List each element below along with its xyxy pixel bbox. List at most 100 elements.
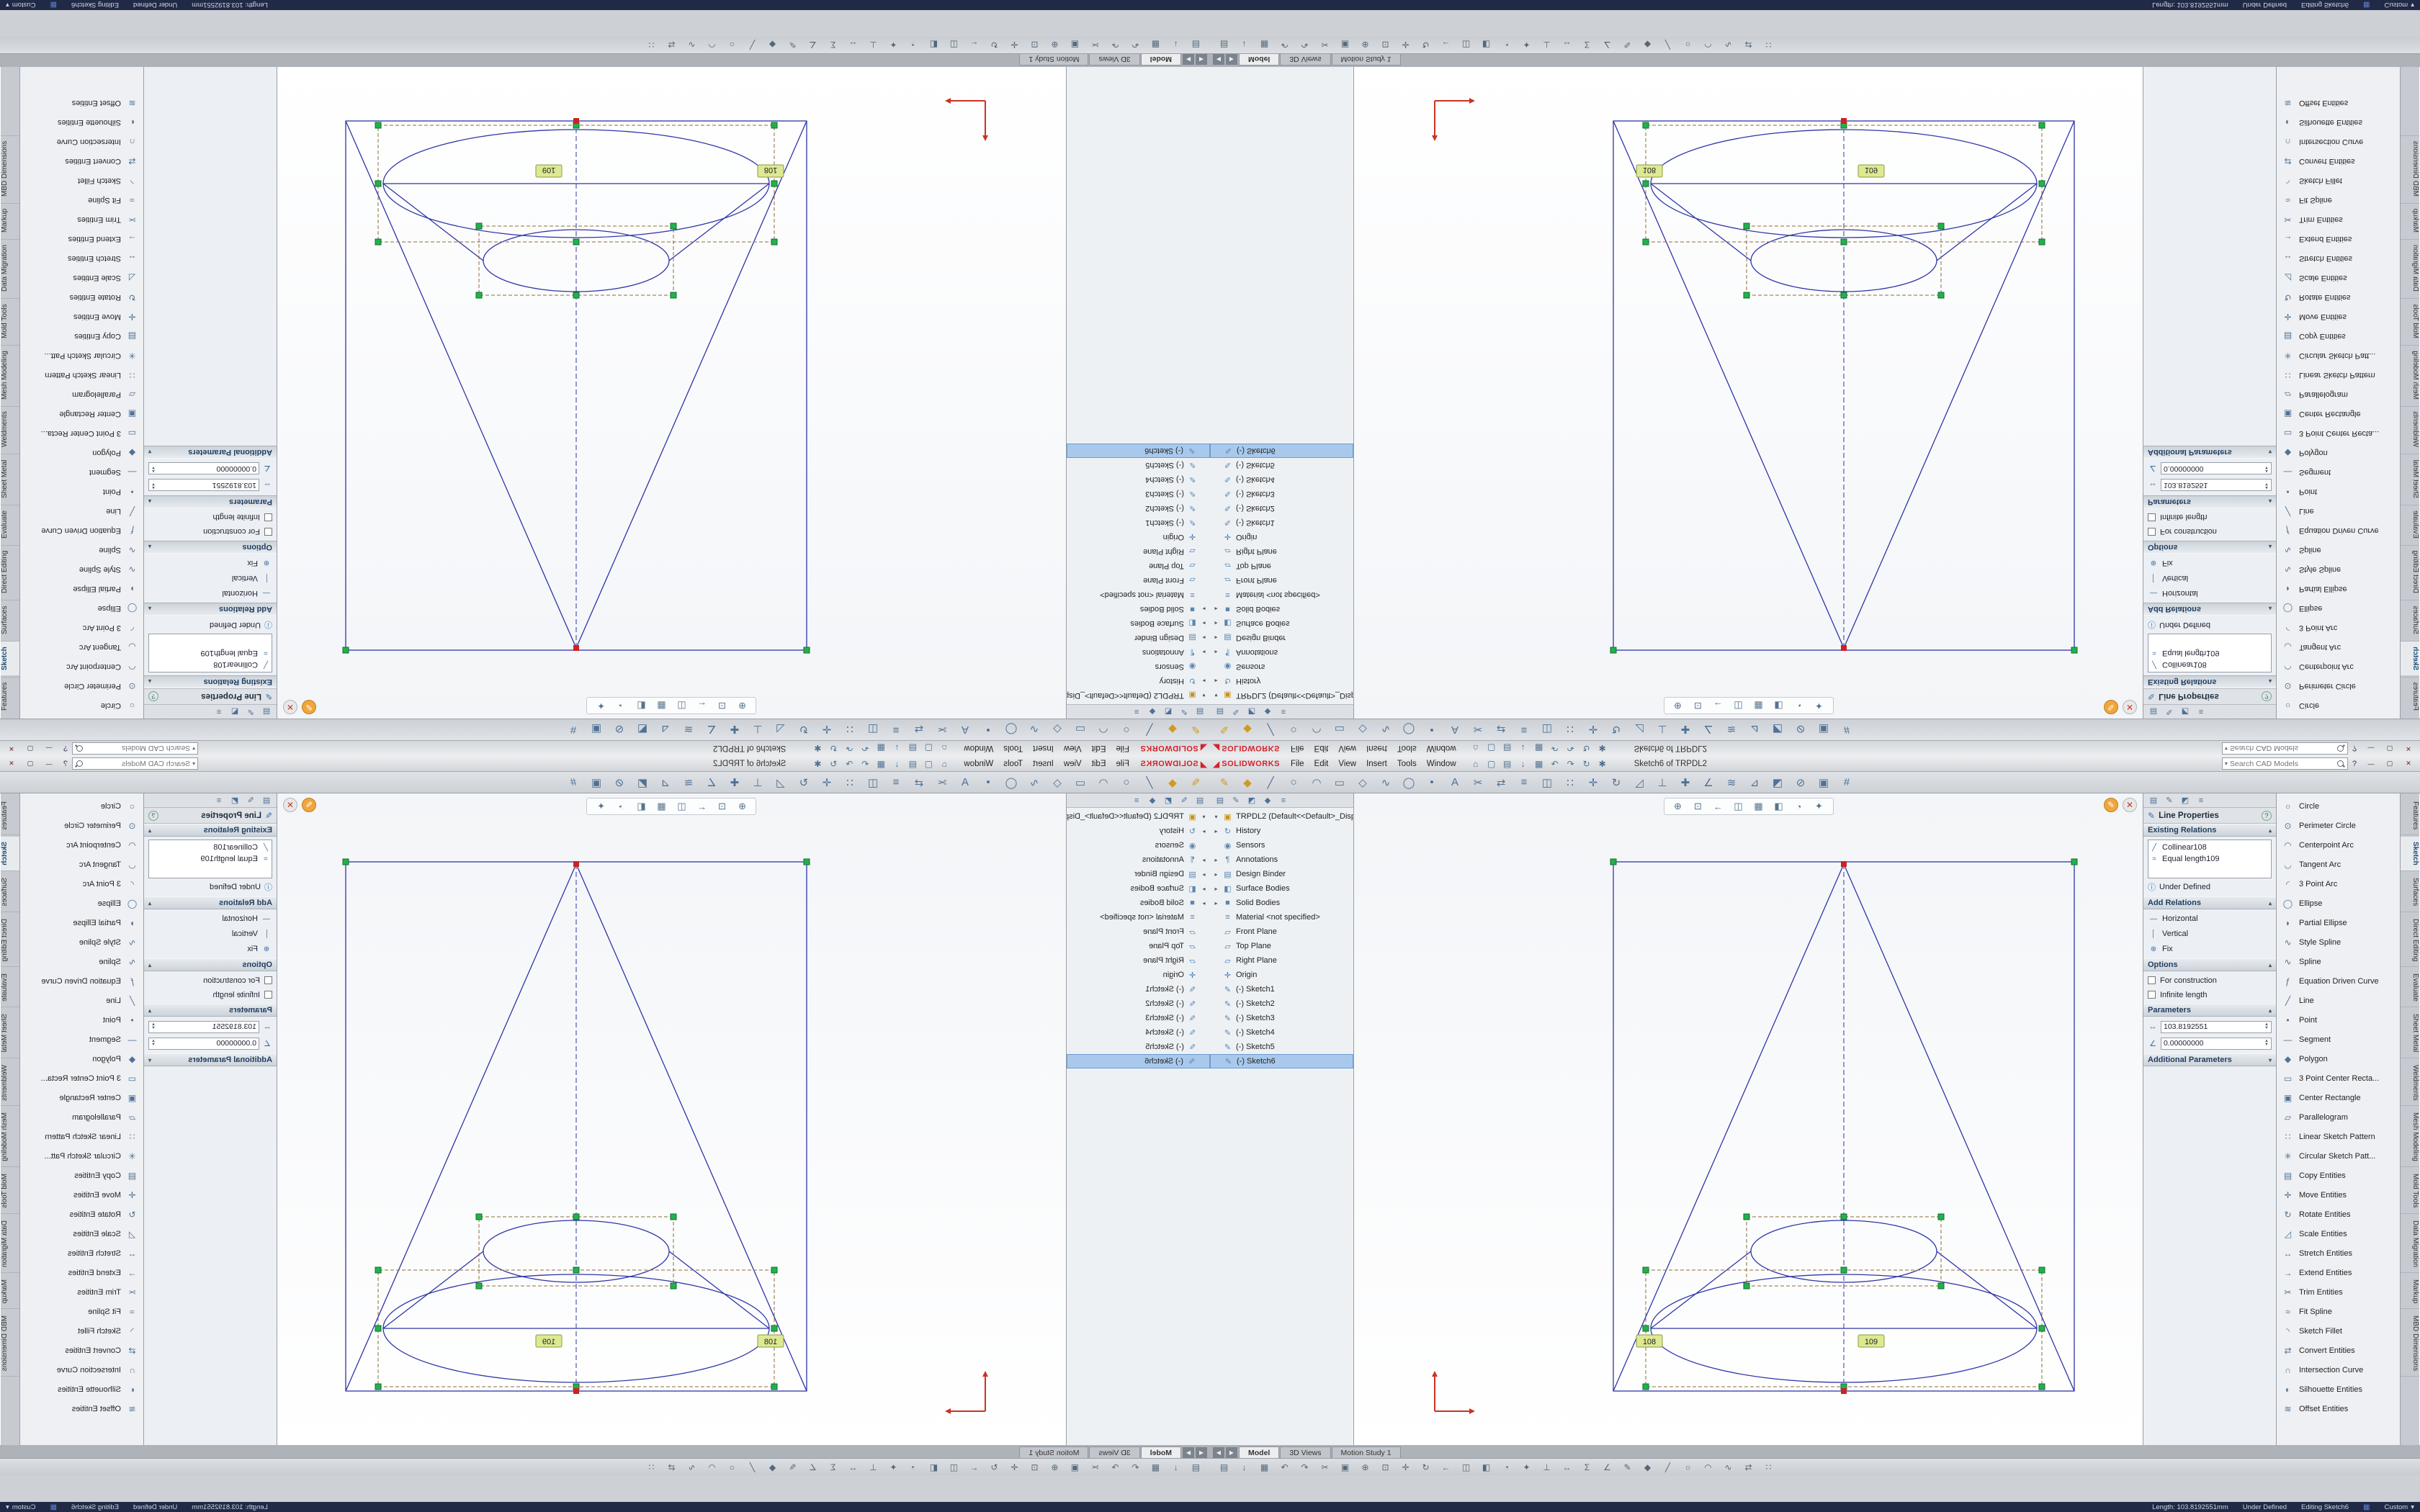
tool-point[interactable]: • Point (2277, 482, 2400, 502)
pm-tree-tab-icon[interactable]: ▤ (2148, 795, 2159, 806)
tool-sketch-fillet[interactable]: ◝ Sketch Fillet (2277, 1321, 2400, 1341)
close-button[interactable]: ✕ (3, 758, 20, 770)
display-style-icon[interactable]: ◧ (1479, 38, 1493, 52)
rapid-sketch-icon[interactable]: ≋ (680, 721, 697, 739)
tool-partial-ellipse[interactable]: ◗ Partial Ellipse (2277, 913, 2400, 932)
option-for-construction[interactable]: For construction (2148, 526, 2272, 538)
tab-sheet-metal[interactable]: Sheet Metal (2401, 1009, 2419, 1058)
pm-help-icon[interactable]: ? (148, 811, 158, 821)
tool-offset-entities[interactable]: ≋ Offset Entities (20, 1399, 143, 1418)
tool-extend-entities[interactable]: → Extend Entities (20, 1263, 143, 1282)
hide-show-icon[interactable]: ◔ (1500, 1460, 1513, 1474)
tool-3-point-arc[interactable]: ◜ 3 Point Arc (2277, 618, 2400, 638)
tree-item-design-binder[interactable]: ▸ ▤ Design Binder (1210, 631, 1353, 645)
tool-style-spline[interactable]: ∿ Style Spline (20, 560, 143, 580)
parameter-length-field[interactable]: ↔ 103.8192551 ▲▼ (148, 1020, 272, 1034)
sketch-drawing[interactable]: 108 109 (277, 793, 1066, 1445)
tool-convert-entities[interactable]: ⇄ Convert Entities (2277, 1341, 2400, 1360)
tree-item-sketch6[interactable]: ✎ (-) Sketch6 (1067, 444, 1210, 458)
option-infinite-length[interactable]: Infinite length (2148, 989, 2272, 1001)
spline-tool-icon[interactable]: ∿ (1377, 721, 1394, 739)
rapid-sketch-icon[interactable]: ≋ (1723, 721, 1740, 739)
instant-2d-icon[interactable]: ⊿ (657, 721, 674, 739)
open-document-icon[interactable]: ▤ (905, 742, 920, 755)
point-tool-icon[interactable]: • (980, 774, 997, 791)
tree-item-surface-bodies[interactable]: ▸ ◧ Surface Bodies (1067, 616, 1210, 631)
tool-trim-entities[interactable]: ✂ Trim Entities (2277, 1282, 2400, 1302)
tab-sheet-metal[interactable]: Sheet Metal (2401, 454, 2419, 503)
zoom-area-icon[interactable]: ⊡ (1028, 38, 1041, 52)
existing-relations-list[interactable]: ╱ Collinear108 = Equal length109 (2148, 634, 2272, 672)
cut-icon[interactable]: ✂ (1318, 1460, 1332, 1474)
additional-parameters-section-header[interactable]: Additional Parameters ▾ (144, 1053, 277, 1066)
options-icon[interactable]: ✱ (810, 742, 825, 755)
existing-relations-list[interactable]: ╱ Collinear108 = Equal length109 (148, 634, 272, 672)
tool-3-point-arc[interactable]: ◜ 3 Point Arc (20, 874, 143, 894)
tool-linear-sketch-pattern[interactable]: ∷ Linear Sketch Pattern (2277, 366, 2400, 385)
previous-view-icon[interactable]: ← (1712, 800, 1725, 813)
tree-item-material[interactable]: ≡ Material <not specified> (1067, 588, 1210, 602)
tool-trim-entities[interactable]: ✂ Trim Entities (20, 210, 143, 230)
tool-spline[interactable]: ∿ Spline (2277, 952, 2400, 971)
menu-item[interactable]: View (1333, 743, 1361, 755)
ellipse-tool-icon[interactable]: ◯ (1400, 774, 1417, 791)
circle-tool-icon[interactable]: ○ (1285, 721, 1302, 739)
unit-system-selector[interactable]: Custom ▾ (2384, 1, 2414, 9)
maximize-button[interactable]: ▢ (22, 743, 39, 755)
tool-convert-entities[interactable]: ⇄ Convert Entities (20, 152, 143, 171)
pm-help-icon[interactable]: ? (2262, 811, 2272, 821)
spinner-arrows[interactable]: ▲▼ (151, 1023, 156, 1030)
tool-offset-entities[interactable]: ≋ Offset Entities (2277, 94, 2400, 113)
save-icon[interactable]: ↓ (1516, 742, 1531, 755)
checkbox[interactable] (264, 513, 272, 521)
line-tool-icon[interactable]: ╱ (1141, 721, 1158, 739)
tool-move-entities[interactable]: ✛ Move Entities (2277, 1185, 2400, 1205)
undo-icon[interactable]: ↶ (858, 757, 872, 770)
offset-entities-icon[interactable]: ≡ (887, 774, 905, 791)
add-relations-section-header[interactable]: Add Relations ▴ (144, 896, 277, 909)
existing-relations-section-header[interactable]: Existing Relations ▴ (144, 824, 277, 837)
search-scope-arrow[interactable]: ▾ (192, 760, 195, 767)
polygon-tool-icon[interactable]: ◇ (1049, 721, 1066, 739)
tree-item-right-plane[interactable]: ▱ Right Plane (1067, 953, 1210, 968)
dimension-icon[interactable]: ◆ (1641, 38, 1654, 52)
tree-item-sketch5[interactable]: ✎ (-) Sketch5 (1067, 1040, 1210, 1054)
tool-parallelogram[interactable]: ▱ Parallelogram (20, 385, 143, 405)
minimize-button[interactable]: — (2362, 758, 2380, 770)
tree-item-annotations[interactable]: ▸ ¶ Annotations (1067, 852, 1210, 867)
tab-evaluate[interactable]: Evaluate (2401, 505, 2419, 544)
tool-stretch-entities[interactable]: ↔ Stretch Entities (20, 249, 143, 269)
tool-rotate-entities[interactable]: ↻ Rotate Entities (2277, 1205, 2400, 1224)
previous-view-icon[interactable]: ← (696, 699, 709, 712)
tool-spline[interactable]: ∿ Spline (20, 541, 143, 560)
tool-tangent-arc[interactable]: ◡ Tangent Arc (20, 638, 143, 657)
undo-icon[interactable]: ↶ (1548, 757, 1562, 770)
search-icon[interactable] (75, 744, 84, 753)
paste-icon[interactable]: ▣ (1338, 1460, 1352, 1474)
circle-icon[interactable]: ○ (725, 1460, 739, 1474)
tab-data-migration[interactable]: Data Migration (2401, 239, 2419, 297)
tool-convert-entities[interactable]: ⇄ Convert Entities (2277, 152, 2400, 171)
tool-rotate-entities[interactable]: ↻ Rotate Entities (2277, 288, 2400, 307)
tool-style-spline[interactable]: ∿ Style Spline (2277, 560, 2400, 580)
tool-stretch-entities[interactable]: ↔ Stretch Entities (2277, 249, 2400, 269)
spinner-arrows[interactable]: ▲▼ (2264, 482, 2269, 489)
sketch-geometry[interactable] (1613, 121, 2074, 650)
arc-tool-icon[interactable]: ◠ (1308, 721, 1325, 739)
tab-sketch[interactable]: Sketch (2401, 641, 2419, 675)
doc-tab-3d-views[interactable]: 3D Views (1280, 54, 1330, 66)
tree-item-front-plane[interactable]: ▱ Front Plane (1067, 924, 1210, 939)
tool-center-rectangle[interactable]: ▣ Center Rectangle (2277, 405, 2400, 424)
propertymanager-tab-icon[interactable]: ✎ (1178, 795, 1190, 806)
tool-scale-entities[interactable]: ◿ Scale Entities (20, 1224, 143, 1243)
collapse-chevron-icon[interactable]: ▾ (2269, 449, 2272, 456)
tool-ellipse[interactable]: ◯ Ellipse (2277, 894, 2400, 913)
measure-icon[interactable]: ↔ (1560, 1460, 1574, 1474)
rectangle-tool-icon[interactable]: ▭ (1072, 774, 1089, 791)
checkbox[interactable] (264, 976, 272, 984)
view-orientation-icon[interactable]: ▦ (1752, 800, 1765, 813)
tool-intersection-curve[interactable]: ∩ Intersection Curve (2277, 1360, 2400, 1380)
undo-icon[interactable]: ↶ (1278, 1460, 1291, 1474)
rebuild-icon[interactable]: ↻ (1579, 757, 1594, 770)
relation-collinear108[interactable]: ╱ Collinear108 (2150, 842, 2269, 853)
